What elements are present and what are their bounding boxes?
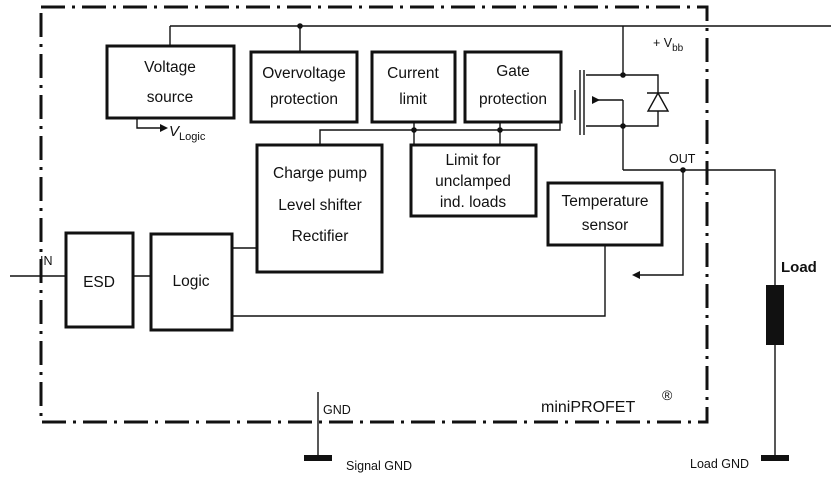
temperature-sensor-label-2: sensor [582, 217, 629, 234]
wiring [10, 25, 831, 455]
charge-pump-label-2: Level shifter [278, 197, 362, 214]
esd-block: ESD [64, 231, 135, 329]
mosfet-arrow [592, 96, 600, 104]
sense-arrow [632, 271, 640, 279]
registered-mark: ® [662, 387, 673, 403]
load-gnd-label: Load GND [690, 457, 749, 471]
voltage-source-label-1: Voltage [144, 59, 196, 76]
charge-pump-block: Charge pump Level shifter Rectifier [255, 143, 384, 274]
logic-label: Logic [172, 273, 209, 290]
in-pin-label: IN [40, 254, 53, 268]
vbb-label: + Vbb [653, 36, 684, 54]
clamp-diode [646, 91, 670, 112]
temperature-sensor-label-1: Temperature [561, 193, 648, 210]
gnd-pin-label: GND [323, 403, 351, 417]
load-label: Load [781, 259, 817, 276]
vlogic-label: VLogic [169, 123, 206, 143]
gate-protection-label-1: Gate [496, 63, 530, 80]
load-gnd-symbol [761, 455, 789, 461]
out-pin-label: OUT [669, 152, 696, 166]
temperature-sensor-block: Temperature sensor [546, 181, 664, 247]
limit-unclamped-label-3: ind. loads [440, 194, 507, 211]
overvoltage-protection-block: Overvoltage protection [249, 50, 359, 124]
gate-protection-block: Gate protection [463, 50, 563, 124]
voltage-source-block: Voltage source [105, 44, 236, 120]
current-limit-label-1: Current [387, 65, 439, 82]
overvoltage-label-1: Overvoltage [262, 65, 346, 82]
current-limit-block: Current limit [370, 50, 457, 124]
gate-protection-label-2: protection [479, 91, 547, 108]
junction-dots [297, 23, 686, 173]
limit-unclamped-block: Limit for unclamped ind. loads [409, 143, 538, 218]
signal-gnd-symbol [304, 455, 332, 461]
chip-boundary [39, 5, 709, 424]
esd-label: ESD [83, 274, 115, 291]
vlogic-arrow [160, 124, 168, 132]
chip-name-label: miniPROFET [541, 399, 635, 416]
voltage-source-label-2: source [147, 89, 194, 106]
limit-unclamped-label-2: unclamped [435, 173, 511, 190]
charge-pump-label-1: Charge pump [273, 165, 367, 182]
logic-block: Logic [149, 232, 234, 332]
signal-gnd-label: Signal GND [346, 459, 412, 473]
limit-unclamped-label-1: Limit for [445, 152, 500, 169]
overvoltage-label-2: protection [270, 91, 338, 108]
charge-pump-label-3: Rectifier [292, 228, 349, 245]
load-resistor [766, 285, 784, 345]
current-limit-label-2: limit [399, 91, 427, 108]
